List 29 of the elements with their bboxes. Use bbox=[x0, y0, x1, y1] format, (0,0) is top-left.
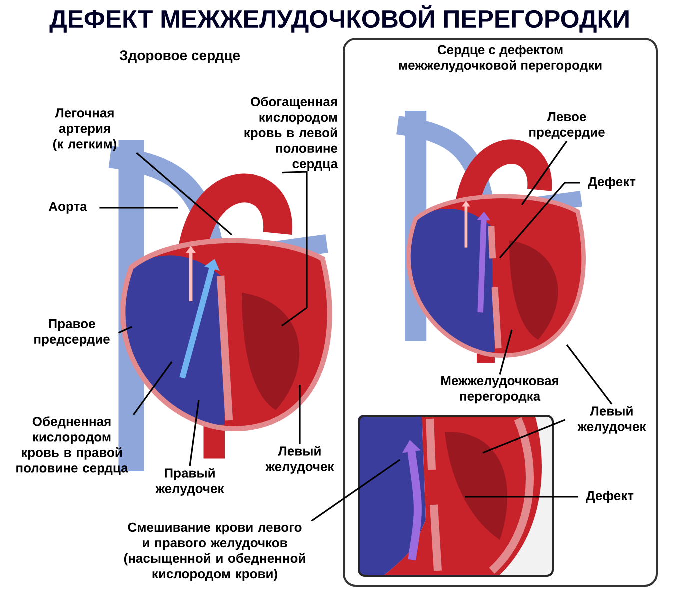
leader-line bbox=[100, 207, 178, 209]
callout-label: Обогащенная кислородом кровь в левой половине сердца bbox=[244, 96, 338, 172]
leader-line bbox=[499, 182, 580, 259]
callout-label: Левое предсердие bbox=[530, 112, 605, 140]
leader-line bbox=[282, 171, 308, 327]
leader-line bbox=[133, 362, 173, 416]
callout-label: Межжелудочковая перегородка bbox=[442, 376, 558, 404]
callout-label: Дефект bbox=[586, 490, 634, 504]
leader-line bbox=[136, 152, 233, 236]
leader-line bbox=[189, 400, 200, 466]
leader-line bbox=[499, 330, 513, 375]
heading: Здоровое сердце bbox=[120, 50, 240, 64]
callout-label: Левый желудочек bbox=[578, 406, 646, 434]
leader-line bbox=[299, 385, 301, 444]
leader-line bbox=[566, 344, 613, 405]
callout-label: Легочная артерия (к легким) bbox=[53, 108, 117, 152]
callout-label: Дефект bbox=[588, 176, 636, 190]
leader-line bbox=[521, 140, 568, 206]
callout-label: Смешивание крови левого и правого желудочков (насыщенной и обедненной кислородом крови) bbox=[124, 522, 306, 582]
callout-label: Аорта bbox=[48, 202, 88, 214]
leader-line bbox=[311, 459, 400, 522]
callout-label: Левый желудочек bbox=[266, 446, 334, 474]
leader-line bbox=[465, 496, 578, 498]
title: ДЕФЕКТ МЕЖЖЕЛУДОЧКОВОЙ ПЕРЕГОРОДКИ bbox=[50, 5, 629, 33]
leader-line bbox=[118, 326, 132, 334]
callout-label: Правый желудочек bbox=[156, 468, 224, 496]
callout-label: Правое предсердие bbox=[34, 319, 110, 347]
callout-label: Обедненная кислородом кровь в правой половине сердца bbox=[16, 416, 128, 476]
heart-closeup-drawing bbox=[358, 415, 554, 577]
